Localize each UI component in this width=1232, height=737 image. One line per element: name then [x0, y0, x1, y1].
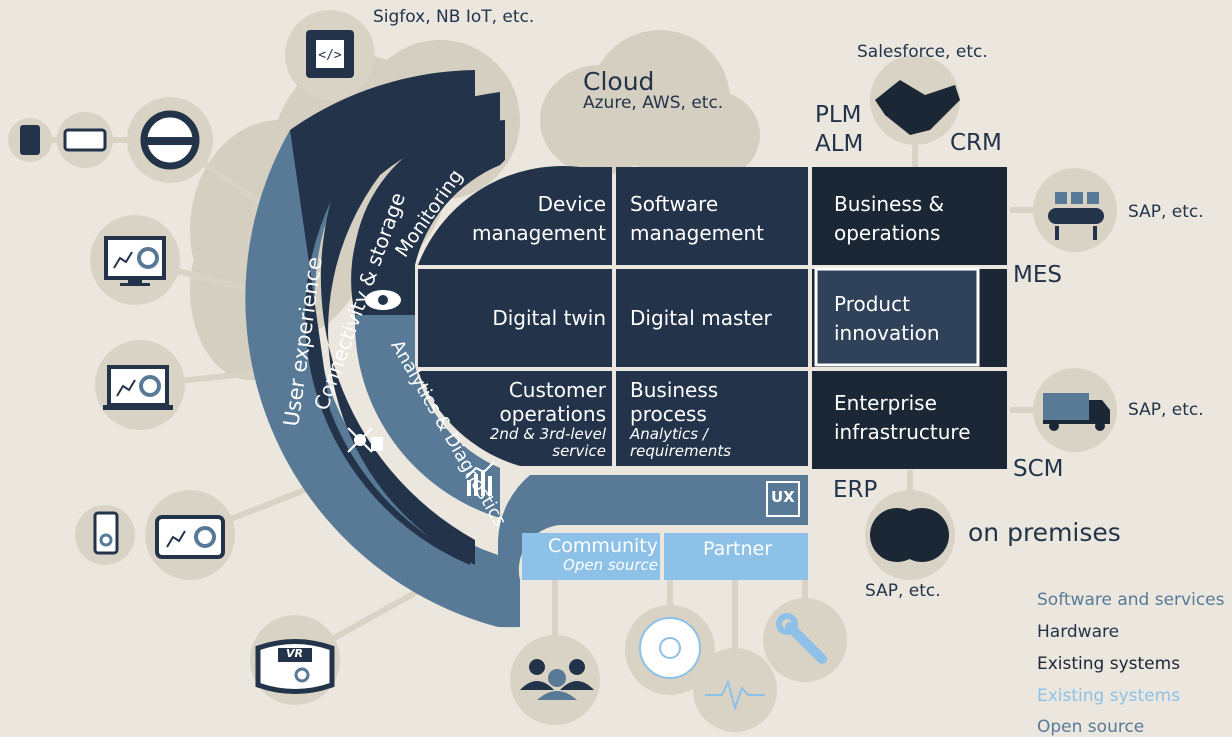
- handshake-icon: [875, 80, 960, 135]
- svg-text:</>: </>: [318, 48, 342, 63]
- business-process-text: Business process Analytics / requirement…: [630, 378, 750, 461]
- grid-digital-twin: [418, 269, 612, 367]
- conveyor-icon: [1048, 192, 1104, 240]
- software-management-text: Software management: [630, 192, 764, 245]
- ring-analytics: [354, 315, 500, 518]
- vr-badge-text: VR: [286, 647, 303, 660]
- device-management-text: Device management: [472, 192, 606, 245]
- steering-wheel-icon: [20, 110, 200, 170]
- chip-icon: </>: [306, 30, 354, 78]
- wrench-icon: [776, 613, 827, 664]
- legend-item-open-source: Open source: [1037, 717, 1145, 737]
- digital-master-text: Digital master: [630, 306, 772, 330]
- bar-chart-icon: [465, 461, 495, 496]
- legend-item-software: Software and services: [1037, 590, 1225, 610]
- legend-item-existing-light: Existing systems: [1037, 686, 1181, 706]
- laptop-icon: [103, 365, 173, 410]
- partner-text: Partner: [703, 538, 773, 560]
- grid-enterprise-infrastructure: [812, 371, 1007, 469]
- network-icon: [347, 427, 383, 453]
- grid-business-process: [616, 371, 808, 466]
- alm-label: ALM: [815, 131, 864, 157]
- truck-icon: [1043, 393, 1110, 431]
- grid-digital-master: [616, 269, 808, 367]
- mes-label: MES: [1013, 262, 1062, 288]
- business-process-subtitle: Analytics / requirements: [630, 425, 732, 461]
- ux-badge-text: UX: [771, 488, 795, 506]
- grid-device-management: [418, 166, 612, 265]
- community-box: [522, 533, 660, 580]
- legend-item-existing-dark: Existing systems: [1037, 654, 1181, 674]
- eye-icon: [365, 290, 401, 310]
- tablet-icon: [155, 515, 225, 559]
- product-innovation-text: Product innovation: [834, 292, 940, 345]
- grid-business-operations: [812, 167, 1007, 265]
- ring-connectivity: [290, 70, 475, 565]
- enterprise-infrastructure-text: Enterprise infrastructure: [834, 391, 971, 444]
- community-subtitle: Open source: [563, 555, 658, 574]
- digital-twin-text: Digital twin: [492, 306, 606, 330]
- cloud-subtitle: Azure, AWS, etc.: [583, 93, 724, 113]
- sigfox-label: Sigfox, NB IoT, etc.: [373, 7, 535, 27]
- customer-operations-title: Customer operations: [499, 378, 606, 426]
- grid-software-management: [616, 167, 808, 265]
- community-text: Community Open source: [528, 536, 658, 574]
- vr-headset-icon: [255, 639, 335, 694]
- scm-label: SCM: [1013, 456, 1064, 482]
- plm-label: PLM: [815, 102, 862, 128]
- ux-icon: [766, 481, 800, 517]
- partner-box: [664, 533, 808, 580]
- ring-user-experience: [498, 475, 808, 628]
- cd-icon: [639, 617, 701, 679]
- monitor-icon: [104, 236, 166, 286]
- sap-label-mid: SAP, etc.: [1128, 400, 1204, 420]
- cloud-title: Cloud: [583, 67, 655, 96]
- sap-label-top: SAP, etc.: [1128, 202, 1204, 222]
- business-operations-text: Business & operations: [834, 192, 945, 245]
- grid-customer-operations: [418, 371, 612, 466]
- crm-label: CRM: [950, 130, 1002, 156]
- phone-icon: [93, 511, 119, 555]
- sap-label-bottom: SAP, etc.: [865, 581, 941, 601]
- business-process-title: Business process: [630, 378, 719, 426]
- legend-item-hardware: Hardware: [1037, 622, 1120, 642]
- erp-label: ERP: [833, 477, 878, 503]
- salesforce-label: Salesforce, etc.: [857, 42, 988, 62]
- venn-icon: [870, 508, 949, 562]
- community-title: Community: [548, 535, 658, 557]
- on-premises-label: on premises: [968, 518, 1121, 547]
- people-icon: [520, 659, 594, 700]
- customer-operations-subtitle: 2nd & 3rd-level service: [489, 425, 606, 461]
- pulse-icon: [705, 679, 765, 712]
- customer-operations-text: Customer operations 2nd & 3rd-level serv…: [450, 378, 606, 461]
